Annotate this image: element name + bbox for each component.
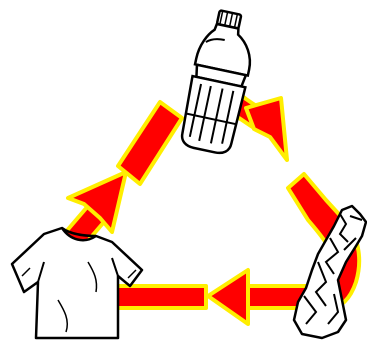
crushed-bottle-icon <box>292 204 367 340</box>
tshirt-icon <box>10 226 144 340</box>
arrow-body <box>116 100 184 186</box>
arrow-head <box>66 170 128 234</box>
arrow-head <box>206 268 250 326</box>
bottle-icon <box>180 9 252 155</box>
arrow-body <box>108 284 208 310</box>
arrow-shirt-to-bottle <box>62 100 184 252</box>
arrow-head <box>244 96 289 162</box>
arrow-shirt-base <box>108 284 208 310</box>
